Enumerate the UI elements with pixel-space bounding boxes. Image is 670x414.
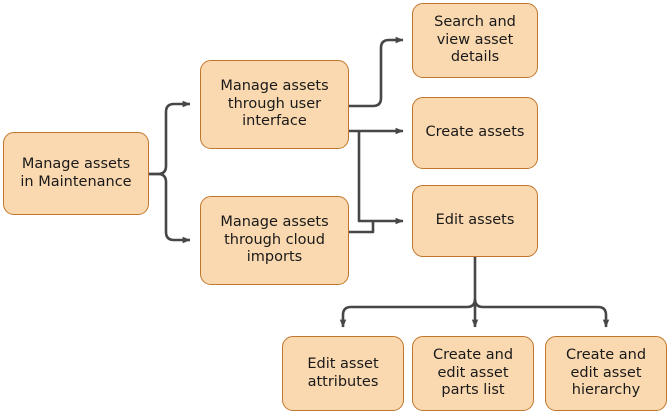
node-label: Create assets xyxy=(425,124,525,141)
edge-user-interface-to-search-view xyxy=(349,36,404,108)
node-create-and-edit-asset-parts-list[interactable]: Create and edit asset parts list xyxy=(412,336,534,411)
node-label: Manage assets through user interface xyxy=(220,77,329,130)
node-label: Create and edit asset parts list xyxy=(432,346,514,399)
node-label: Manage assets in Maintenance xyxy=(20,155,132,190)
node-label: Create and edit asset hierarchy xyxy=(565,346,647,399)
edge-edit-assets-to-edit-asset-attributes xyxy=(339,298,477,328)
node-label: Edit assets xyxy=(435,212,515,229)
node-manage-assets-in-maintenance[interactable]: Manage assets in Maintenance xyxy=(3,132,149,215)
edge-user-interface-to-edit-assets xyxy=(357,131,404,225)
edge-root-to-cloud-imports xyxy=(149,172,191,244)
node-search-and-view-asset-details[interactable]: Search and view asset details xyxy=(412,3,538,78)
node-manage-assets-through-user-interface[interactable]: Manage assets through user interface xyxy=(200,60,349,149)
node-manage-assets-through-cloud-imports[interactable]: Manage assets through cloud imports xyxy=(200,196,349,285)
node-label: Search and view asset details xyxy=(434,13,516,66)
node-create-assets[interactable]: Create assets xyxy=(412,97,538,169)
node-create-and-edit-asset-hierarchy[interactable]: Create and edit asset hierarchy xyxy=(545,336,667,411)
edge-edit-assets-to-hierarchy xyxy=(473,298,610,328)
node-edit-assets[interactable]: Edit assets xyxy=(412,185,538,257)
node-label: Manage assets through cloud imports xyxy=(220,213,329,266)
node-label: Edit asset attributes xyxy=(307,355,379,390)
edge-root-to-user-interface xyxy=(149,100,191,176)
edge-cloud-imports-to-edit-assets xyxy=(349,221,375,234)
node-edit-asset-attributes[interactable]: Edit asset attributes xyxy=(282,336,404,411)
